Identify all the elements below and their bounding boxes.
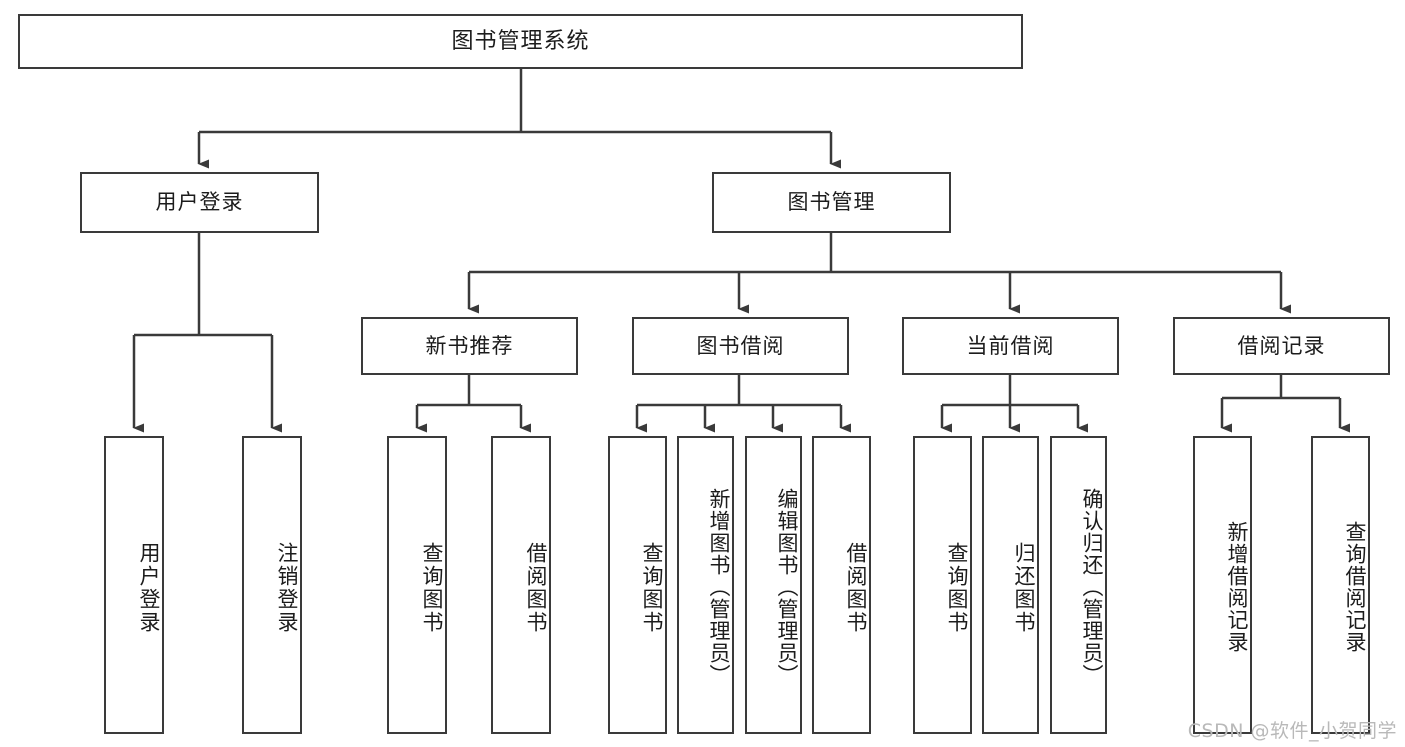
leaf-new-book-borrow[interactable]: 借阅图书: [491, 436, 551, 734]
node-label: 用户登录: [155, 190, 244, 215]
node-current-borrowing[interactable]: 当前借阅: [902, 317, 1119, 375]
leaf-user-login-signin[interactable]: 用户登录: [104, 436, 164, 734]
node-label: 借阅记录: [1237, 333, 1326, 358]
node-new-book-recommendation[interactable]: 新书推荐: [361, 317, 578, 375]
node-label: 新增图书（管理员）: [707, 488, 731, 686]
node-label: 图书管理: [787, 190, 876, 215]
leaf-book-borrow-query[interactable]: 查询图书: [608, 436, 667, 734]
leaf-new-book-query[interactable]: 查询图书: [387, 436, 447, 734]
node-label: 归还图书: [1012, 542, 1036, 634]
node-label: 借阅图书: [844, 542, 868, 634]
node-book-borrowing[interactable]: 图书借阅: [632, 317, 849, 375]
node-label: 图书管理系统: [451, 28, 590, 54]
csdn-watermark: CSDN @软件_小贺同学: [1187, 720, 1397, 742]
node-label: 用户登录: [137, 542, 161, 634]
leaf-borrow-record-query[interactable]: 查询借阅记录: [1311, 436, 1370, 734]
leaf-current-borrow-confirm-admin[interactable]: 确认归还（管理员）: [1050, 436, 1107, 734]
node-label: 查询图书: [640, 542, 664, 634]
node-label: 图书借阅: [696, 333, 785, 358]
node-label: 新书推荐: [425, 333, 514, 358]
leaf-book-borrow-edit-admin[interactable]: 编辑图书（管理员）: [745, 436, 802, 734]
node-label: 确认归还（管理员）: [1080, 488, 1104, 686]
leaf-borrow-record-add[interactable]: 新增借阅记录: [1193, 436, 1252, 734]
node-label: 注销登录: [275, 542, 299, 634]
node-label: 查询图书: [420, 542, 444, 634]
node-root-system[interactable]: 图书管理系统: [18, 14, 1023, 69]
node-book-management[interactable]: 图书管理: [712, 172, 951, 233]
node-label: 当前借阅: [966, 333, 1055, 358]
node-label: 查询借阅记录: [1343, 521, 1367, 653]
node-borrowing-record[interactable]: 借阅记录: [1173, 317, 1390, 375]
leaf-user-login-signout[interactable]: 注销登录: [242, 436, 302, 734]
node-user-login[interactable]: 用户登录: [80, 172, 319, 233]
leaf-current-borrow-return[interactable]: 归还图书: [982, 436, 1039, 734]
leaf-book-borrow-add-admin[interactable]: 新增图书（管理员）: [677, 436, 734, 734]
node-label: 新增借阅记录: [1225, 521, 1249, 653]
leaf-current-borrow-query[interactable]: 查询图书: [913, 436, 972, 734]
node-label: 借阅图书: [524, 542, 548, 634]
node-label: 查询图书: [945, 542, 969, 634]
leaf-book-borrow-borrow[interactable]: 借阅图书: [812, 436, 871, 734]
node-label: 编辑图书（管理员）: [775, 488, 799, 686]
